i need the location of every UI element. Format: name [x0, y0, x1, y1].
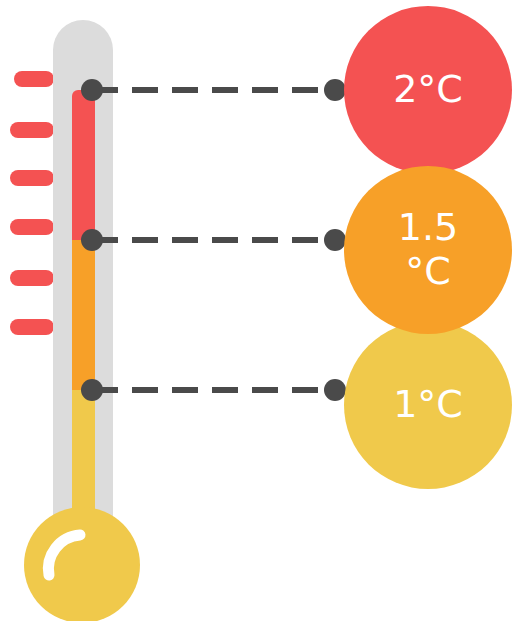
bulb-highlight — [48, 535, 80, 575]
temperature-circle: 1.5 °C — [344, 166, 512, 334]
scale-ticks — [10, 71, 54, 335]
temperature-label: 2°C — [373, 68, 483, 112]
temperature-label: 1.5 °C — [373, 206, 483, 293]
temperature-circle: 2°C — [344, 6, 512, 174]
red-fill — [72, 90, 95, 250]
thermometer-tube — [53, 20, 113, 580]
temperature-circle: 1°C — [344, 321, 512, 489]
leader-dots — [81, 79, 346, 401]
leader-lines — [92, 90, 335, 390]
thermometer-bulb — [24, 507, 140, 621]
orange-fill — [72, 240, 95, 390]
temperature-label: 1°C — [373, 383, 483, 427]
